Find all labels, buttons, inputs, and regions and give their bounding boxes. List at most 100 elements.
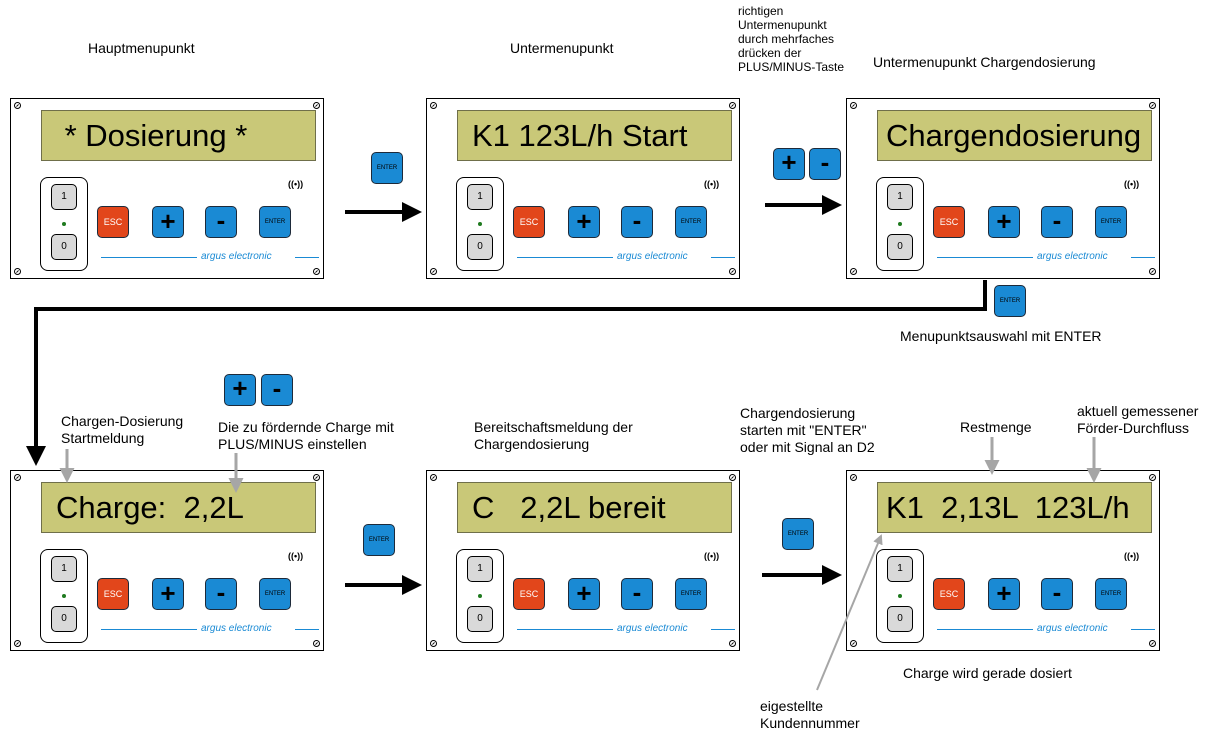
minus-button[interactable]: - [1041, 578, 1073, 610]
screw [430, 474, 437, 481]
radio-wave-icon: ((•)) [288, 551, 304, 561]
minus-button[interactable]: - [205, 578, 237, 610]
lcd-display: Chargendosierung [877, 110, 1152, 161]
plus-button[interactable]: + [568, 206, 600, 238]
lcd-display: K1 123L/h Start [457, 110, 732, 161]
esc-button[interactable]: ESC [97, 578, 129, 610]
enter-key-icon: ENTER [782, 518, 814, 550]
esc-button[interactable]: ESC [513, 578, 545, 610]
enter-button[interactable]: ENTER [259, 206, 291, 238]
screw [850, 102, 857, 109]
esc-button[interactable]: ESC [933, 206, 965, 238]
brand-name: argus electronic [617, 251, 688, 262]
switch-off-button[interactable]: 0 [467, 606, 493, 632]
radio-wave-icon: ((•)) [704, 551, 720, 561]
status-led [62, 222, 66, 226]
brand-bar: argus electronic [937, 622, 1157, 636]
brand-bar: argus electronic [101, 250, 321, 264]
power-switch[interactable]: 1 0 [876, 177, 924, 271]
screw [729, 640, 736, 647]
power-switch[interactable]: 1 0 [456, 177, 504, 271]
minus-button[interactable]: - [621, 578, 653, 610]
label-untermenupunkt-chargendosierung: Untermenupunkt Chargendosierung [873, 54, 1096, 70]
device-panel-chargendosierung: Chargendosierung 1 0 ESC + - ENTER ((•))… [846, 98, 1160, 279]
minus-button[interactable]: - [621, 206, 653, 238]
enter-button[interactable]: ENTER [675, 578, 707, 610]
brand-bar: argus electronic [517, 250, 737, 264]
brand-name: argus electronic [1037, 251, 1108, 262]
status-led [898, 222, 902, 226]
flow-arrow [26, 280, 987, 466]
screw [430, 102, 437, 109]
device-panel-charge-einstellen: Charge: 2,2L 1 0 ESC + - ENTER ((•)) arg… [10, 470, 324, 651]
switch-off-button[interactable]: 0 [467, 234, 493, 260]
screw [1149, 102, 1156, 109]
plus-key-icon: + [224, 374, 256, 406]
screw [14, 640, 21, 647]
switch-off-button[interactable]: 0 [887, 234, 913, 260]
screw [1149, 268, 1156, 275]
screw [313, 102, 320, 109]
lcd-display: K1 2,13L 123L/h [877, 482, 1152, 533]
brand-name: argus electronic [201, 251, 272, 262]
screw [313, 640, 320, 647]
switch-on-button[interactable]: 1 [887, 556, 913, 582]
plus-button[interactable]: + [988, 206, 1020, 238]
enter-button[interactable]: ENTER [1095, 578, 1127, 610]
status-led [478, 594, 482, 598]
enter-key-icon: ENTER [371, 152, 403, 184]
enter-button[interactable]: ENTER [1095, 206, 1127, 238]
device-panel-hauptmenu: * Dosierung * 1 0 ESC + - ENTER ((•)) ar… [10, 98, 324, 279]
plus-button[interactable]: + [152, 578, 184, 610]
screw [1149, 640, 1156, 647]
switch-off-button[interactable]: 0 [51, 234, 77, 260]
enter-button[interactable]: ENTER [675, 206, 707, 238]
switch-on-button[interactable]: 1 [51, 184, 77, 210]
screw [1149, 474, 1156, 481]
power-switch[interactable]: 1 0 [456, 549, 504, 643]
switch-on-button[interactable]: 1 [467, 184, 493, 210]
screw [729, 102, 736, 109]
screw [850, 474, 857, 481]
esc-button[interactable]: ESC [97, 206, 129, 238]
radio-wave-icon: ((•)) [1124, 179, 1140, 189]
enter-key-icon: ENTER [363, 524, 395, 556]
label-menupunktsauswahl: Menupunktsauswahl mit ENTER [900, 328, 1102, 344]
switch-off-button[interactable]: 0 [887, 606, 913, 632]
label-bereitschaftsmeldung: Bereitschaftsmeldung der Chargendosierun… [474, 419, 633, 452]
minus-key-icon: - [809, 148, 841, 180]
power-switch[interactable]: 1 0 [876, 549, 924, 643]
plus-key-icon: + [773, 148, 805, 180]
pointer-arrow [816, 534, 883, 691]
screw [729, 474, 736, 481]
radio-wave-icon: ((•)) [288, 179, 304, 189]
device-panel-bereit: C 2,2L bereit 1 0 ESC + - ENTER ((•)) ar… [426, 470, 740, 651]
switch-on-button[interactable]: 1 [887, 184, 913, 210]
minus-button[interactable]: - [205, 206, 237, 238]
esc-button[interactable]: ESC [513, 206, 545, 238]
power-switch[interactable]: 1 0 [40, 177, 88, 271]
status-led [62, 594, 66, 598]
switch-off-button[interactable]: 0 [51, 606, 77, 632]
switch-on-button[interactable]: 1 [467, 556, 493, 582]
plus-button[interactable]: + [152, 206, 184, 238]
screw [14, 102, 21, 109]
plus-button[interactable]: + [568, 578, 600, 610]
switch-on-button[interactable]: 1 [51, 556, 77, 582]
enter-button[interactable]: ENTER [259, 578, 291, 610]
screw [14, 474, 21, 481]
screw [850, 640, 857, 647]
minus-button[interactable]: - [1041, 206, 1073, 238]
plus-button[interactable]: + [988, 578, 1020, 610]
power-switch[interactable]: 1 0 [40, 549, 88, 643]
screw [313, 268, 320, 275]
lcd-display: Charge: 2,2L [41, 482, 316, 533]
brand-bar: argus electronic [517, 622, 737, 636]
label-start-enter: Chargendosierung starten mit "ENTER" ode… [740, 405, 875, 455]
screw [729, 268, 736, 275]
status-led [898, 594, 902, 598]
label-hauptmenupunkt: Hauptmenupunkt [88, 40, 195, 56]
label-charge-einstellen: Die zu fördernde Charge mit PLUS/MINUS e… [218, 419, 394, 452]
esc-button[interactable]: ESC [933, 578, 965, 610]
